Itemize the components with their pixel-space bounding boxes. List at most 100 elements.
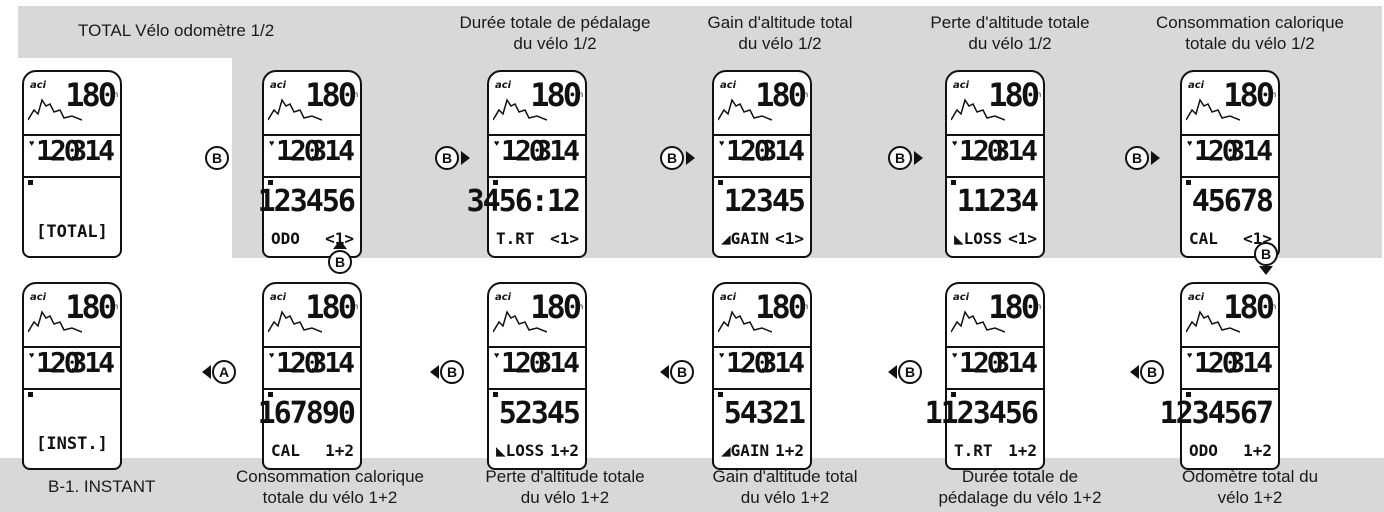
altitude-value: 180 bbox=[530, 288, 582, 326]
altitude-value: 180 bbox=[1223, 76, 1275, 114]
altitude-value: 180 bbox=[755, 76, 807, 114]
arrow-right-icon bbox=[914, 151, 923, 165]
left-value: 120 bbox=[726, 134, 771, 167]
button-b[interactable]: B bbox=[888, 146, 912, 170]
altitude-unit: m bbox=[351, 302, 358, 311]
altitude-value: 180 bbox=[988, 76, 1040, 114]
button-a[interactable]: A bbox=[212, 360, 236, 384]
mode-label: ◢GAIN bbox=[721, 229, 770, 248]
brand-logo: aci bbox=[1188, 80, 1205, 91]
button-b[interactable]: B bbox=[1254, 242, 1278, 266]
brand-logo: aci bbox=[270, 292, 287, 303]
left-value: 120 bbox=[1194, 134, 1239, 167]
button-b[interactable]: B bbox=[440, 360, 464, 384]
arrow-left-icon bbox=[888, 365, 897, 379]
bottom-label-4: Durée totale de pédalage du vélo 1+2 bbox=[938, 467, 1102, 507]
divider bbox=[264, 388, 360, 390]
button-b[interactable]: B bbox=[1125, 146, 1149, 170]
button-b[interactable]: B bbox=[898, 360, 922, 384]
indicator-icon bbox=[493, 180, 498, 185]
main-value: 123456 bbox=[257, 184, 356, 219]
arrow-right-icon bbox=[686, 151, 695, 165]
bottom-left-label: B-1. INSTANT bbox=[48, 477, 156, 496]
heart-icon: ♥ bbox=[29, 350, 35, 360]
heart-icon: ♥ bbox=[269, 350, 275, 360]
divider bbox=[264, 176, 360, 178]
heart-icon: ♥ bbox=[952, 138, 958, 148]
altitude-profile-graph bbox=[951, 98, 1005, 121]
altitude-unit: m bbox=[1269, 90, 1276, 99]
heart-icon: ♥ bbox=[494, 138, 500, 148]
bike-label: 1+2 bbox=[775, 441, 804, 460]
main-value: 52345 bbox=[498, 396, 581, 431]
main-value: 1234567 bbox=[1159, 396, 1274, 431]
right-value: 314 bbox=[1228, 346, 1273, 379]
arrow-left-icon bbox=[430, 365, 439, 379]
divider bbox=[714, 176, 810, 178]
main-value: 12345 bbox=[723, 184, 806, 219]
brand-logo: aci bbox=[270, 80, 287, 91]
divider bbox=[264, 134, 360, 136]
altitude-profile-graph bbox=[268, 98, 322, 121]
altitude-profile-graph bbox=[718, 310, 772, 333]
button-b[interactable]: B bbox=[670, 360, 694, 384]
arrow-left-icon bbox=[202, 365, 211, 379]
button-b[interactable]: B bbox=[435, 146, 459, 170]
main-value: 1123456 bbox=[924, 396, 1039, 431]
divider bbox=[1182, 176, 1278, 178]
altitude-unit: m bbox=[111, 302, 118, 311]
bottom-label-3: Gain d'altitude total du vélo 1+2 bbox=[712, 467, 858, 507]
top-label-2: Gain d'altitude total du vélo 1/2 bbox=[707, 13, 853, 53]
divider bbox=[1182, 346, 1278, 348]
indicator-icon bbox=[493, 392, 498, 397]
altitude-unit: m bbox=[576, 302, 583, 311]
main-value: 3456:12 bbox=[466, 184, 581, 219]
divider bbox=[489, 134, 585, 136]
mode-label: ODO bbox=[271, 229, 300, 248]
divider bbox=[489, 176, 585, 178]
divider bbox=[24, 134, 120, 136]
right-value: 314 bbox=[993, 134, 1038, 167]
divider bbox=[947, 346, 1043, 348]
bike-label: <1> bbox=[1008, 229, 1037, 248]
altitude-value: 180 bbox=[305, 288, 357, 326]
mode-label: CAL bbox=[271, 441, 300, 460]
right-value: 314 bbox=[1228, 134, 1273, 167]
altitude-profile-graph bbox=[718, 98, 772, 121]
heart-icon: ♥ bbox=[1187, 350, 1193, 360]
left-value: 120 bbox=[36, 134, 81, 167]
button-b[interactable]: B bbox=[205, 146, 229, 170]
right-value: 314 bbox=[535, 346, 580, 379]
altitude-profile-graph bbox=[951, 310, 1005, 333]
divider bbox=[947, 176, 1043, 178]
button-b[interactable]: B bbox=[660, 146, 684, 170]
brand-logo: aci bbox=[720, 292, 737, 303]
left-value: 120 bbox=[959, 134, 1004, 167]
divider bbox=[24, 346, 120, 348]
bottom-label-1: Consommation calorique totale du vélo 1+… bbox=[235, 467, 425, 507]
altitude-profile-graph bbox=[493, 98, 547, 121]
button-b[interactable]: B bbox=[328, 250, 352, 274]
left-value: 120 bbox=[276, 346, 321, 379]
button-b[interactable]: B bbox=[1140, 360, 1164, 384]
main-value: 45678 bbox=[1191, 184, 1274, 219]
right-value: 314 bbox=[70, 134, 115, 167]
altitude-value: 180 bbox=[65, 76, 117, 114]
brand-logo: aci bbox=[30, 292, 47, 303]
right-value: 314 bbox=[760, 346, 805, 379]
altitude-unit: m bbox=[1034, 90, 1041, 99]
top-label-1: Durée totale de pédalage du vélo 1/2 bbox=[459, 13, 651, 53]
altitude-profile-graph bbox=[28, 98, 82, 121]
heart-icon: ♥ bbox=[494, 350, 500, 360]
bike-label: 1+2 bbox=[325, 441, 354, 460]
divider bbox=[714, 388, 810, 390]
divider bbox=[1182, 134, 1278, 136]
right-value: 314 bbox=[70, 346, 115, 379]
altitude-unit: m bbox=[1034, 302, 1041, 311]
indicator-icon bbox=[28, 392, 33, 397]
